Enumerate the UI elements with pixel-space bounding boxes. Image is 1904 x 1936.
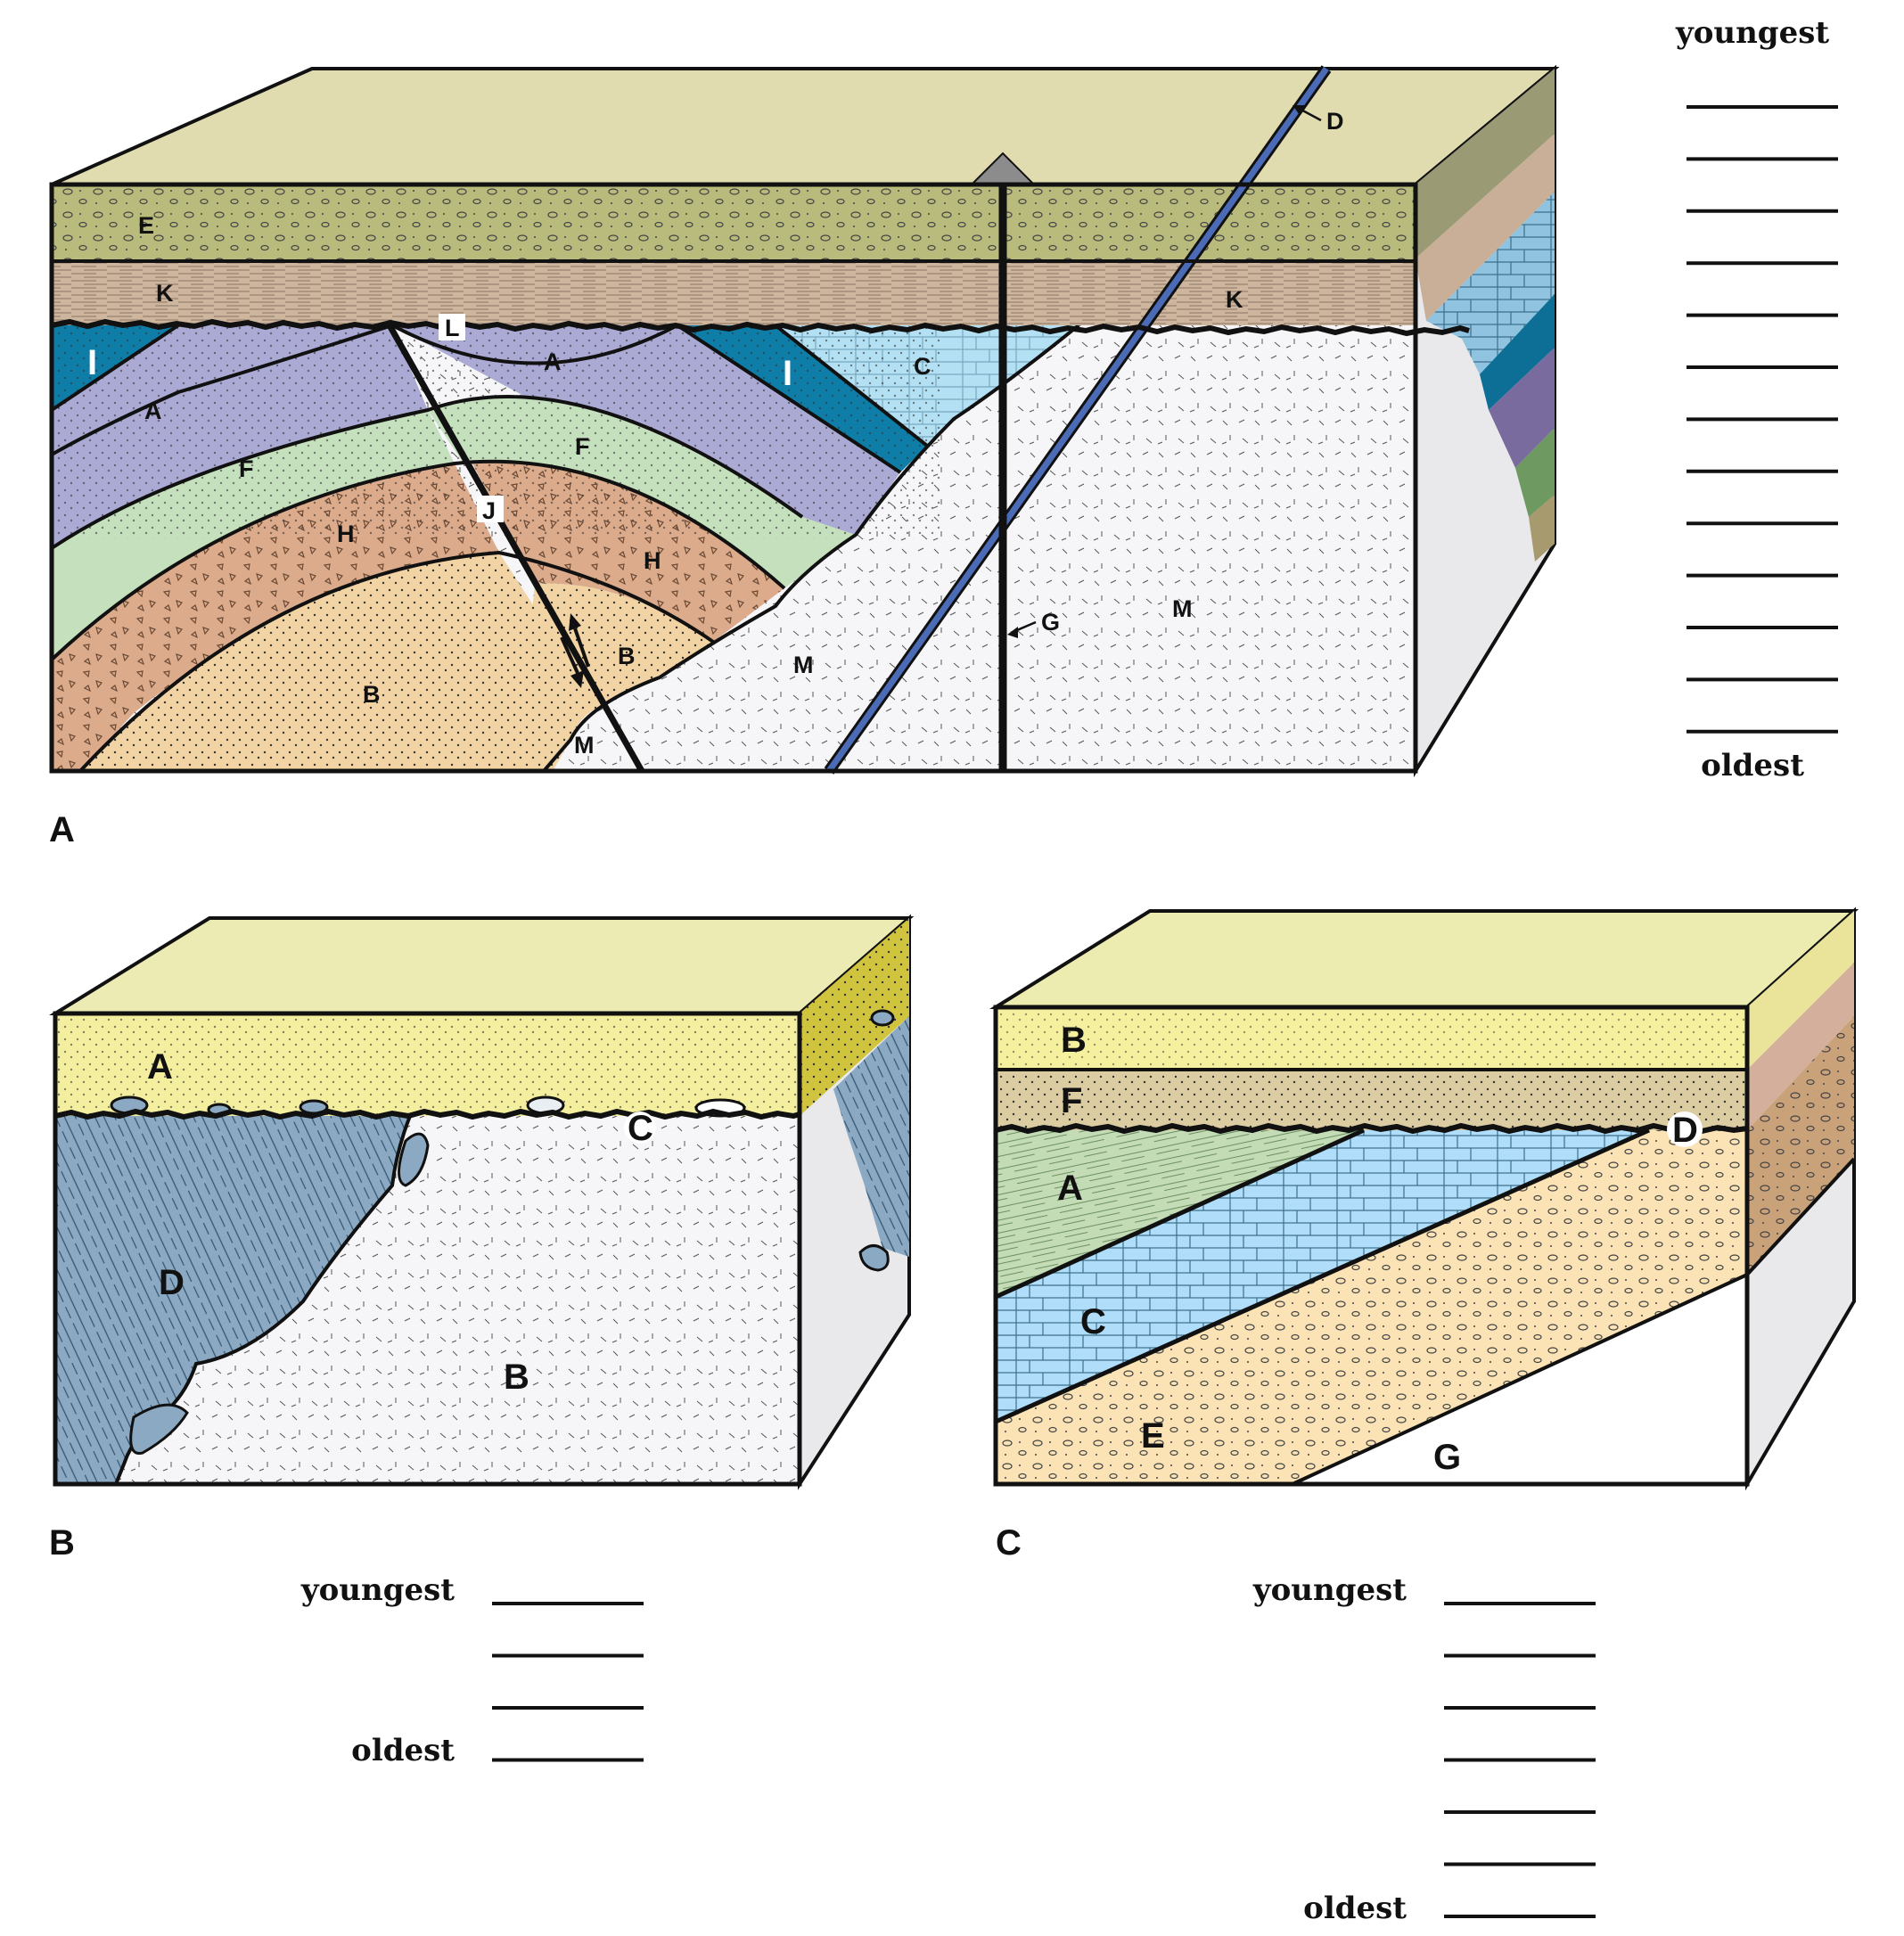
sequence-c-oldest-label: oldest: [1303, 1891, 1407, 1926]
sequence-a-oldest-label: oldest: [1701, 748, 1804, 783]
unit-label-a-right: A: [544, 349, 562, 375]
unit-label-h-right: H: [644, 547, 661, 574]
panel-label-a: A: [49, 810, 75, 849]
unit-label-a-left: A: [144, 398, 162, 424]
unit-label-b-b: B: [504, 1358, 529, 1397]
unit-label-b-c: B: [1061, 1021, 1087, 1060]
layer-b-c-texture: [996, 1007, 1747, 1070]
unit-label-m-center: M: [793, 652, 814, 678]
unit-label-a-b: A: [147, 1047, 173, 1087]
block-b-top-surface: [55, 918, 909, 1013]
panel-label-b: B: [49, 1523, 75, 1563]
unit-label-b-right: B: [618, 643, 636, 669]
unit-label-d-c: D: [1672, 1111, 1698, 1150]
unit-label-c-c: C: [1080, 1302, 1106, 1341]
unit-label-h-left: H: [337, 521, 355, 547]
unit-label-m-right: M: [1172, 595, 1193, 622]
unit-label-d: D: [1326, 108, 1344, 135]
unit-label-f-left: F: [239, 455, 254, 482]
unit-label-e: E: [138, 212, 154, 239]
unit-label-k-left: K: [156, 280, 174, 307]
unit-label-e-c: E: [1141, 1416, 1165, 1456]
unit-label-f-c: F: [1061, 1081, 1082, 1120]
unit-label-l: L: [445, 315, 460, 341]
unit-label-b-left: B: [363, 681, 381, 708]
sequence-b-oldest-label: oldest: [351, 1733, 455, 1768]
panel-label-c: C: [996, 1523, 1022, 1563]
sequence-a-youngest-label: youngest: [1675, 15, 1829, 51]
unit-label-k-right: K: [1226, 286, 1243, 313]
block-diagram-c: B F D A C E G C youngest oldest: [996, 911, 1854, 1926]
layer-k-a-texture: [52, 261, 1416, 325]
unit-label-i-right: I: [783, 354, 792, 393]
unit-label-m-bottom: M: [574, 732, 595, 759]
sequence-a-blanks: [1687, 107, 1838, 732]
sequence-b-youngest-label: youngest: [300, 1572, 455, 1608]
unit-label-j: J: [482, 497, 496, 524]
unit-label-c-b: C: [628, 1109, 653, 1148]
block-c-top-surface: [996, 911, 1854, 1007]
sequence-key-a: youngest oldest: [1675, 15, 1838, 783]
unit-label-a-c: A: [1057, 1169, 1083, 1208]
block-diagram-a: E K K L I I A A C F F J H H B B M M M G …: [49, 15, 1838, 849]
layer-f-c-texture: [996, 1070, 1747, 1130]
unit-label-g-c: G: [1433, 1438, 1461, 1477]
sequence-key-b: youngest oldest: [300, 1572, 644, 1768]
unit-label-c: C: [914, 353, 931, 380]
side-b-pebble: [872, 1011, 893, 1025]
unit-label-g: G: [1041, 609, 1060, 636]
block-diagram-b: A C D B B youngest oldest: [49, 918, 909, 1768]
sequence-key-c: youngest oldest: [1252, 1572, 1596, 1926]
sequence-b-blanks: [492, 1604, 644, 1760]
sequence-c-youngest-label: youngest: [1252, 1572, 1407, 1608]
unit-label-f-right: F: [575, 433, 590, 460]
sequence-c-blanks: [1444, 1604, 1596, 1916]
unit-label-i-left: I: [87, 343, 97, 382]
unit-label-d-b: D: [159, 1263, 185, 1302]
